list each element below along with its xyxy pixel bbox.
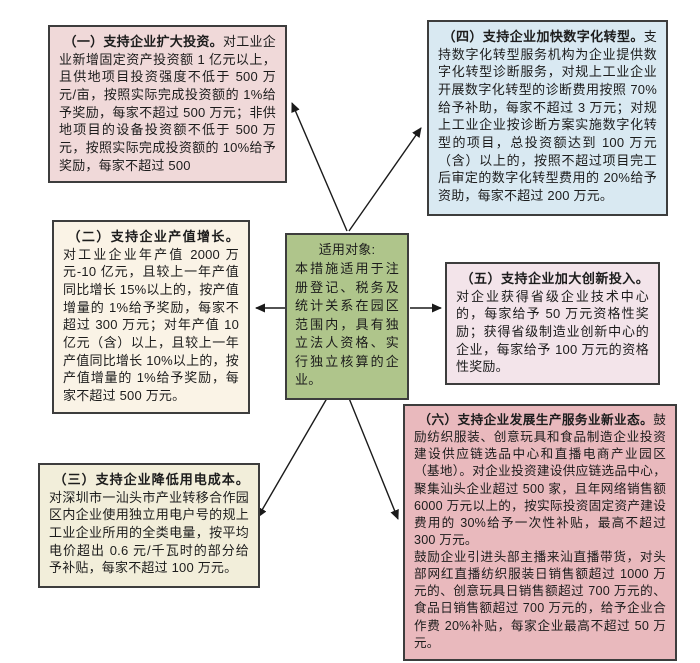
box4-title: （四）支持企业加快数字化转型。 (442, 29, 644, 44)
arrow-center-to-box4 (348, 127, 422, 232)
center-box-body: 本措施适用于注册登记、税务及统计关系在园区范围内，具有独立法人资格、实行独立核算… (295, 261, 399, 388)
box6-title: （六）支持企业发展生产服务业新业态。 (418, 413, 654, 427)
policy-box-expand-investment: （一）支持企业扩大投资。对工业企业新增固定资产投资额 1 亿元以上，且供地项目投… (48, 25, 287, 184)
box6-body2: 鼓励企业引进头部主播来汕直播带货，对头部网红直播纺织服装日销售额超过 1000 … (414, 550, 666, 650)
box2-body: 对工业企业年产值 2000 万元-10 亿元，且较上一年产值同比增长 15%以上… (63, 246, 239, 404)
box1-body: 对工业企业新增固定资产投资额 1 亿元以上，且供地项目投资强度不低于 500 万… (59, 34, 276, 173)
box5-body: 对企业获得省级企业技术中心的，每家给予 50 万元资格性奖励；获得省级制造业创新… (456, 288, 649, 375)
box2-title: （二）支持企业产值增长。 (67, 229, 239, 244)
arrow-center-to-box1 (291, 102, 348, 232)
box1-title: （一）支持企业扩大投资。 (63, 34, 223, 49)
center-box-applicable-targets: 适用对象: 本措施适用于注册登记、税务及统计关系在园区范围内，具有独立法人资格、… (285, 233, 409, 400)
arrow-center-to-box3 (257, 380, 338, 518)
box3-title: （三）支持企业降低用电成本。 (53, 472, 249, 487)
center-box-title: 适用对象: (318, 242, 376, 257)
box4-body: 支持数字化转型服务机构为企业提供数字化转型诊断服务，对规上工业企业开展数字化转型… (438, 29, 657, 204)
policy-box-innovation-investment: （五）支持企业加大创新投入。对企业获得省级企业技术中心的，每家给予 50 万元资… (445, 262, 660, 386)
box5-title: （五）支持企业加大创新投入。 (460, 271, 649, 286)
box3-body: 对深圳市一汕头市产业转移合作园区内企业使用独立用电户号的规上工业企业所用的全类电… (49, 489, 249, 576)
box6-body: 鼓励纺织服装、创意玩具和食品制造企业投资建设供应链选品中心和直播电商产业园区（基… (414, 413, 666, 547)
policy-box-new-service-business: （六）支持企业发展生产服务业新业态。鼓励纺织服装、创意玩具和食品制造企业投资建设… (403, 404, 677, 661)
policy-box-electricity-cost: （三）支持企业降低用电成本。对深圳市一汕头市产业转移合作园区内企业使用独立用电户… (38, 463, 260, 588)
policy-box-digital-transformation: （四）支持企业加快数字化转型。支持数字化转型服务机构为企业提供数字化转型诊断服务… (427, 20, 668, 216)
arrow-center-to-box6 (341, 380, 399, 520)
policy-box-output-growth: （二）支持企业产值增长。对工业企业年产值 2000 万元-10 亿元，且较上一年… (52, 220, 250, 414)
